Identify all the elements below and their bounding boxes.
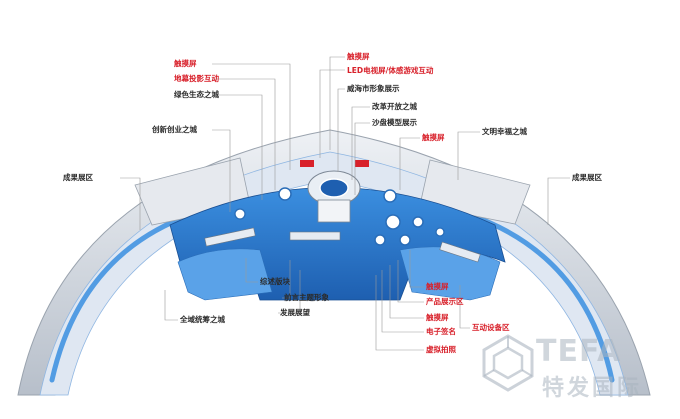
label-civilized-city: 文明幸福之城 — [482, 127, 527, 136]
label-touch-upper: 触摸屏 — [347, 52, 370, 61]
label-product-area: 产品展示区 — [426, 297, 464, 306]
tefa-logo-icon — [482, 334, 534, 392]
kiosk-8 — [234, 208, 246, 220]
kiosk-7 — [435, 227, 445, 237]
label-interactive-dev: 互动设备区 — [472, 323, 510, 332]
panel-right — [439, 241, 481, 263]
label-green-city: 绿色生态之城 — [174, 90, 219, 99]
label-weihai-image: 威海市形象展示 — [347, 84, 400, 93]
kiosk-4 — [412, 216, 424, 228]
watermark-brand-en: TEFA — [536, 334, 622, 369]
label-e-signature: 电子签名 — [426, 327, 456, 336]
flag-right — [355, 160, 369, 167]
label-overview: 综述版块 — [260, 277, 290, 286]
label-touch-mid: 触摸屏 — [422, 133, 445, 142]
kiosk-6 — [374, 234, 386, 246]
tefa-watermark: TEFA 特发国际 — [480, 330, 680, 415]
label-touch-top: 触摸屏 — [174, 59, 197, 68]
label-touch-bottom: 触摸屏 — [426, 313, 449, 322]
label-innovation-city: 创新创业之城 — [152, 125, 197, 134]
display-track-right — [467, 212, 615, 383]
central-pillar — [317, 199, 351, 223]
label-development: 发展展望 — [280, 308, 310, 317]
label-virtual-photo: 虚拟拍照 — [426, 345, 456, 354]
watermark-brand-cn: 特发国际 — [542, 376, 643, 401]
kiosk-1 — [278, 187, 292, 201]
panel-left — [204, 227, 256, 247]
label-touch-lower: 触摸屏 — [426, 282, 449, 291]
label-sand-table: 沙盘模型展示 — [372, 118, 417, 127]
label-reform-city: 改革开放之城 — [372, 102, 417, 111]
label-foreword: 前言主题形象 — [284, 293, 329, 302]
kiosk-2 — [383, 189, 397, 203]
central-station-core — [319, 178, 349, 198]
kiosk-3 — [385, 214, 401, 230]
label-floor-projection: 地幕投影互动 — [174, 74, 219, 83]
left-wing-floor — [177, 248, 273, 301]
display-track-left — [49, 212, 193, 383]
panel-center — [289, 231, 341, 241]
label-coordination-city: 全域统筹之城 — [180, 315, 225, 324]
leader-lines — [120, 56, 570, 351]
flag-left — [300, 160, 314, 167]
label-results-left: 成果展区 — [63, 173, 93, 182]
label-results-right: 成果展区 — [572, 173, 602, 182]
label-led-screen: LED电视屏/体感游戏互动 — [347, 66, 434, 75]
kiosk-5 — [399, 234, 411, 246]
